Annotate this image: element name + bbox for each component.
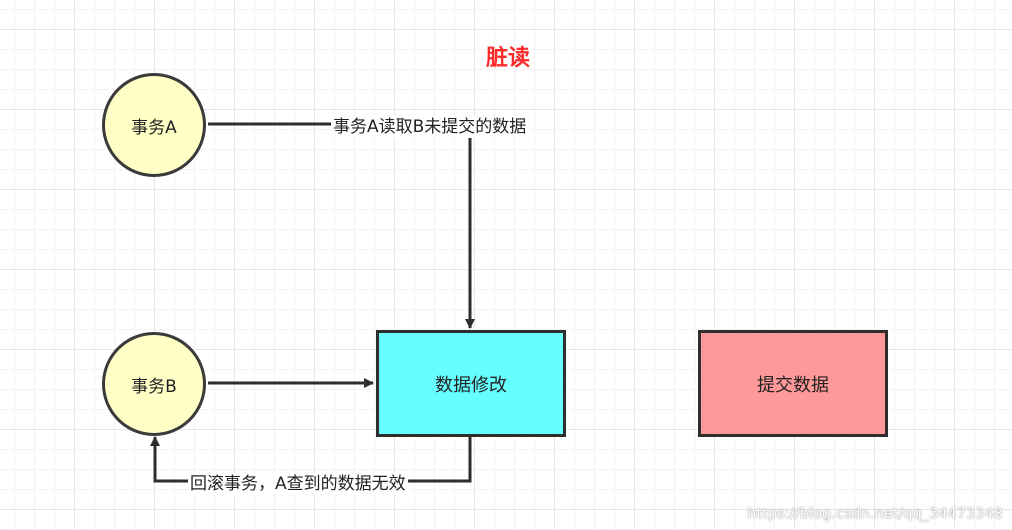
edge-label-rollback: 回滚事务，A查到的数据无效: [188, 473, 408, 495]
transaction-b-node: 事务B: [102, 332, 206, 436]
edge-label-a-reads: 事务A读取B未提交的数据: [331, 116, 529, 138]
data-modify-node: 数据修改: [376, 330, 566, 437]
watermark: https://blog.csdn.net/qq_34473348: [747, 506, 1003, 522]
edge-a-reads: [208, 122, 475, 329]
diagram-title: 脏读: [486, 46, 531, 71]
transaction-a-node: 事务A: [102, 73, 206, 177]
commit-data-node: 提交数据: [698, 330, 888, 437]
